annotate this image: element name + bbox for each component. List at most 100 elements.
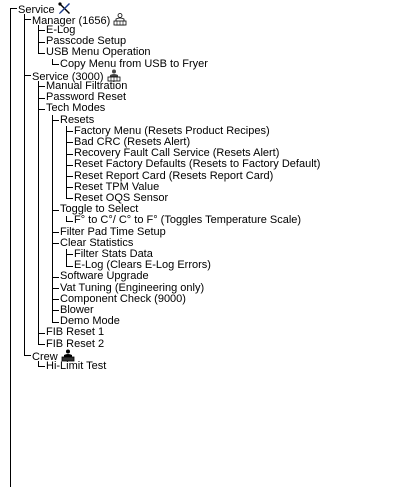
tree-connector bbox=[52, 243, 59, 245]
tree-node-label: Passcode Setup bbox=[46, 35, 127, 48]
tree-node-copy-menu-from-usb-to-fryer: Copy Menu from USB to Fryer bbox=[60, 58, 208, 71]
tree-node-label: Service (3000) bbox=[32, 70, 104, 83]
tree-connector bbox=[38, 97, 45, 99]
tree-node-crew: Crew bbox=[32, 349, 75, 366]
tree-node-fib-reset-1: FIB Reset 1 bbox=[46, 326, 104, 339]
tree-node-resets: Resets bbox=[60, 114, 94, 127]
tree-node-label: Bad CRC (Resets Alert) bbox=[74, 135, 191, 148]
tree-node-bad-crc-resets-alert: Bad CRC (Resets Alert) bbox=[74, 136, 190, 149]
tree-node-label: Component Check (9000) bbox=[60, 292, 186, 305]
tree-node-label: FIB Reset 2 bbox=[46, 337, 105, 350]
tree-node-manager-1656: Manager (1656) bbox=[32, 12, 127, 30]
manager-person-icon bbox=[113, 12, 127, 30]
tree-trunk bbox=[66, 249, 67, 267]
tree-node-label: Resets bbox=[60, 113, 95, 126]
tree-node-label: Manual Filtration bbox=[46, 79, 128, 92]
tree-node-passcode-setup: Passcode Setup bbox=[46, 35, 126, 48]
tree-connector bbox=[38, 30, 45, 32]
tree-connector bbox=[52, 120, 59, 121]
wrench-screwdriver-icon bbox=[58, 1, 71, 19]
tree-connector bbox=[10, 8, 17, 9]
tree-connector bbox=[66, 265, 73, 267]
tree-node-label: F° to C°/ C° to F° (Toggles Temperature … bbox=[74, 214, 302, 227]
tree-trunk bbox=[66, 126, 67, 200]
tree-node-f-to-c-c-to-f-toggles-temperature-scale: F° to C°/ C° to F° (Toggles Temperature … bbox=[74, 214, 301, 227]
tree-node-reset-factory-defaults-resets-to-factory-default: Reset Factory Defaults (Resets to Factor… bbox=[74, 158, 320, 171]
tree-connector bbox=[66, 142, 73, 144]
tree-node-e-log-clears-e-log-errors: E-Log (Clears E-Log Errors) bbox=[74, 259, 211, 272]
tree-node-toggle-to-select: Toggle to Select bbox=[60, 203, 138, 216]
tree-node-label: Hi-Limit Test bbox=[46, 359, 107, 372]
tree-node-demo-mode: Demo Mode bbox=[60, 315, 120, 328]
tree-node-reset-oqs-sensor: Reset OQS Sensor bbox=[74, 192, 168, 205]
tree-node-reset-tpm-value: Reset TPM Value bbox=[74, 181, 159, 194]
tree-connector bbox=[38, 366, 45, 368]
tree-node-hi-limit-test: Hi-Limit Test bbox=[46, 360, 106, 373]
tree-node-filter-pad-time-setup: Filter Pad Time Setup bbox=[60, 226, 166, 239]
tree-node-factory-menu-resets-product-recipes: Factory Menu (Resets Product Recipes) bbox=[74, 125, 270, 138]
tree-node-label: Software Upgrade bbox=[60, 270, 149, 283]
tree-trunk bbox=[52, 114, 53, 323]
tree-node-label: E-Log (Clears E-Log Errors) bbox=[74, 259, 211, 272]
tree-connector bbox=[24, 75, 31, 77]
tree-trunk bbox=[66, 215, 67, 222]
tree-connector bbox=[66, 187, 73, 189]
tree-connector bbox=[24, 19, 31, 21]
tree-connector bbox=[38, 108, 45, 110]
tree-node-label: E-Log bbox=[46, 23, 76, 36]
tree-connector bbox=[66, 220, 73, 222]
service-person-icon bbox=[107, 69, 121, 86]
tree-node-clear-statistics: Clear Statistics bbox=[60, 237, 133, 250]
tree-node-label: FIB Reset 1 bbox=[46, 326, 105, 339]
tree-node-label: Vat Tuning (Engineering only) bbox=[60, 281, 205, 294]
tree-connector bbox=[38, 86, 45, 88]
tree-connector bbox=[52, 209, 59, 211]
tree-connector bbox=[52, 276, 59, 278]
tree-node-label: USB Menu Operation bbox=[46, 46, 151, 59]
tree-connector bbox=[52, 232, 59, 233]
tree-connector bbox=[66, 131, 73, 133]
tree-root-trunk bbox=[10, 8, 11, 487]
tree-node-label: Factory Menu (Resets Product Recipes) bbox=[74, 124, 270, 137]
tree-node-label: Crew bbox=[32, 350, 58, 363]
tree-node-label: Toggle to Select bbox=[60, 203, 139, 216]
tree-node-service-3000: Service (3000) bbox=[32, 69, 121, 86]
crew-person-icon bbox=[61, 349, 75, 366]
tree-connector bbox=[24, 355, 31, 357]
tree-node-e-log: E-Log bbox=[46, 24, 75, 37]
tree-node-reset-report-card-resets-report-card: Reset Report Card (Resets Report Card) bbox=[74, 170, 273, 183]
tree-node-manual-filtration: Manual Filtration bbox=[46, 80, 127, 93]
tree-node-label: Filter Stats Data bbox=[74, 247, 153, 260]
tree-connector bbox=[66, 254, 73, 256]
tree-node-vat-tuning-engineering-only: Vat Tuning (Engineering only) bbox=[60, 282, 204, 295]
tree-node-label: Tech Modes bbox=[46, 102, 106, 115]
tree-node-usb-menu-operation: USB Menu Operation bbox=[46, 46, 151, 59]
tree-node-filter-stats-data: Filter Stats Data bbox=[74, 248, 153, 261]
tree-connector bbox=[52, 64, 59, 65]
tree-connector bbox=[52, 288, 59, 289]
tree-connector bbox=[66, 176, 73, 177]
tree-connector bbox=[52, 310, 59, 312]
tree-node-label: Password Reset bbox=[46, 91, 127, 104]
tree-node-recovery-fault-call-service-resets-alert: Recovery Fault Call Service (Resets Aler… bbox=[74, 147, 279, 160]
tree-connector bbox=[66, 198, 73, 200]
tree-trunk bbox=[52, 58, 53, 65]
tree-node-label: Reset Report Card (Resets Report Card) bbox=[74, 169, 274, 182]
tree-node-component-check-9000: Component Check (9000) bbox=[60, 293, 186, 306]
tree-node-label: Blower bbox=[60, 303, 94, 316]
tree-node-tech-modes: Tech Modes bbox=[46, 102, 105, 115]
tree-node-label: Service bbox=[18, 3, 55, 16]
tree-node-label: Copy Menu from USB to Fryer bbox=[60, 57, 208, 70]
tree-trunk bbox=[38, 81, 39, 345]
tree-connector bbox=[52, 321, 59, 323]
tree-node-label: Recovery Fault Call Service (Resets Aler… bbox=[74, 147, 280, 160]
tree-node-label: Reset OQS Sensor bbox=[74, 191, 169, 204]
tree-trunk bbox=[24, 14, 25, 357]
tree-connector bbox=[38, 41, 45, 43]
tree-node-label: Demo Mode bbox=[60, 315, 120, 328]
tree-trunk bbox=[38, 361, 39, 368]
tree-node-blower: Blower bbox=[60, 304, 94, 317]
tree-connector bbox=[38, 332, 45, 334]
tree-node-label: Manager (1656) bbox=[32, 14, 111, 27]
